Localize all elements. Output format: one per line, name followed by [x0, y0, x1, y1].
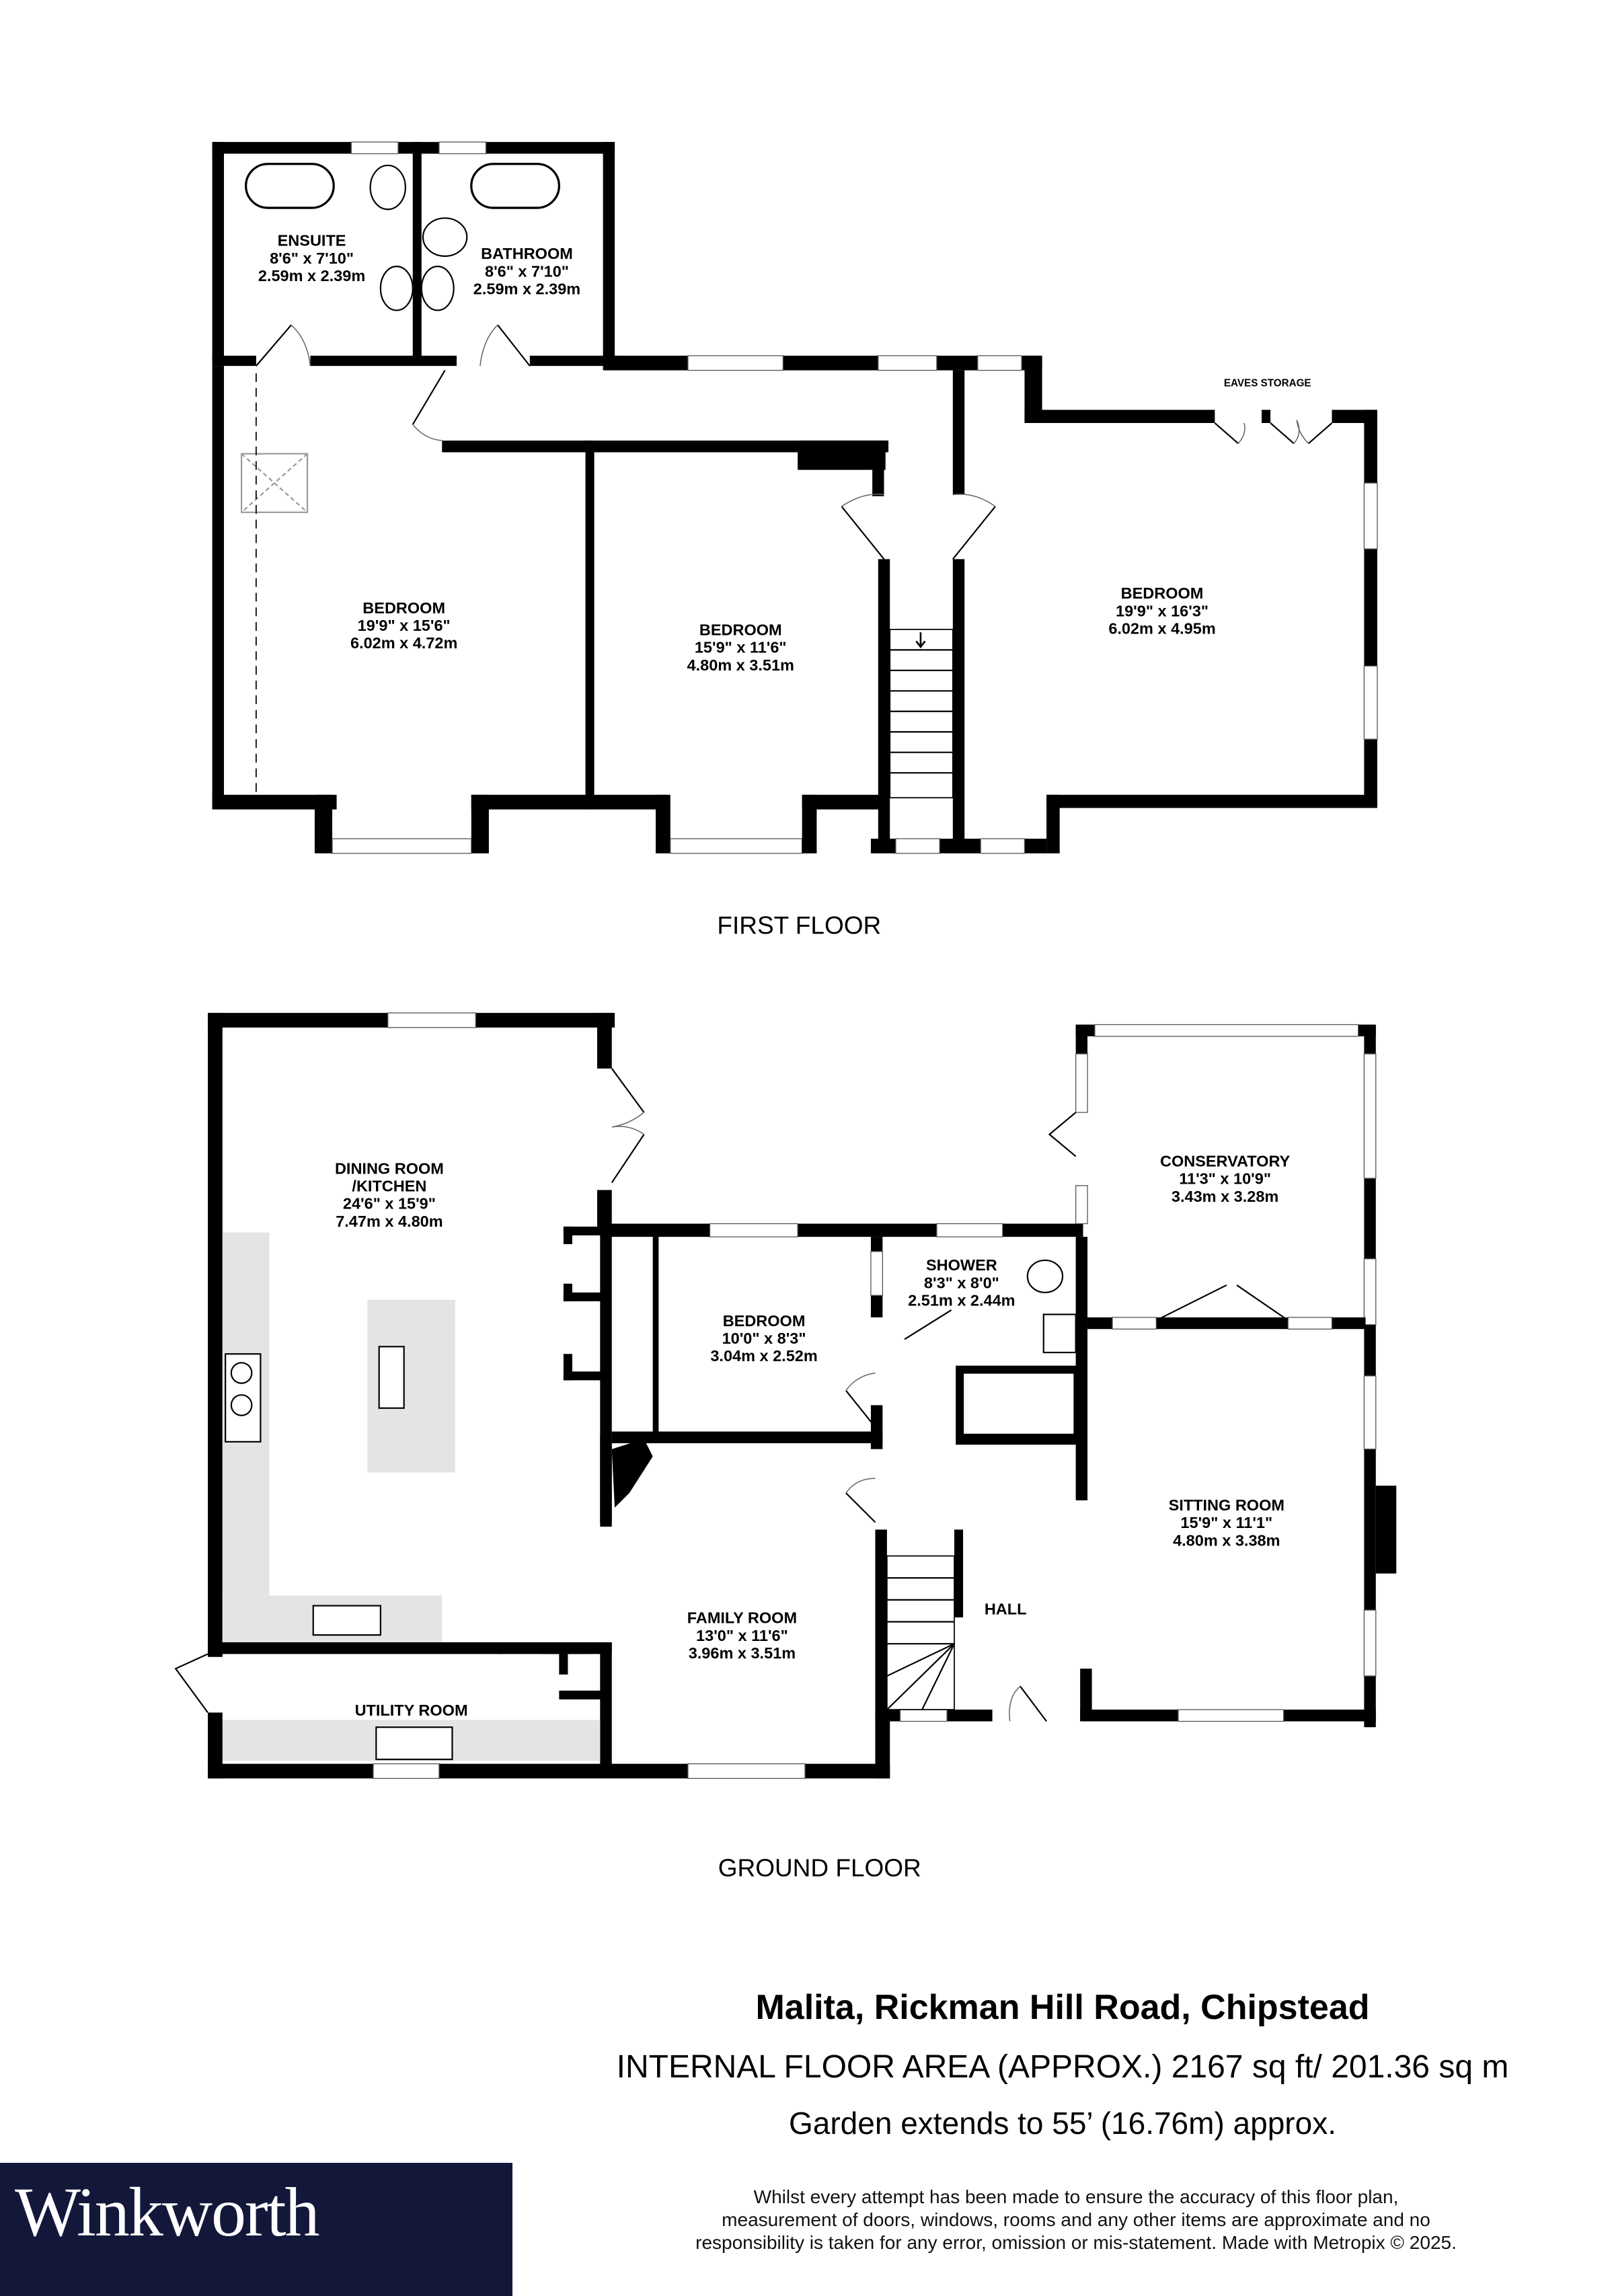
room-dim-metric: 3.43m x 3.28m	[1172, 1188, 1278, 1205]
room-dim-metric: 4.80m x 3.51m	[687, 656, 794, 674]
room-label-bedroom-2: BEDROOM	[699, 621, 782, 639]
room-dim-imperial: 19'9" x 16'3"	[1116, 602, 1209, 619]
room-dim-imperial: 10'0" x 8'3"	[722, 1330, 806, 1347]
basin-icon	[379, 266, 414, 311]
disclaimer-line: measurement of doors, windows, rooms and…	[722, 2209, 1430, 2230]
logo-text: Winkworth	[15, 2174, 320, 2251]
eaves-storage-label: EAVES STORAGE	[1224, 378, 1311, 389]
room-label-hall: HALL	[985, 1601, 1027, 1618]
winkworth-logo: Winkworth	[0, 2163, 512, 2296]
disclaimer-line: Whilst every attempt has been made to en…	[753, 2186, 1399, 2207]
room-label-bathroom: BATHROOM	[481, 245, 573, 262]
floor-area: INTERNAL FLOOR AREA (APPROX.) 2167 sq ft…	[616, 2049, 1509, 2085]
room-dim-metric: 2.59m x 2.39m	[258, 267, 365, 284]
property-address: Malita, Rickman Hill Road, Chipstead	[755, 1988, 1370, 2027]
bath-icon	[470, 163, 561, 209]
room-label-bedroom-1: BEDROOM	[362, 599, 445, 617]
disclaimer: Whilst every attempt has been made to en…	[605, 2186, 1547, 2254]
room-dim-metric: 3.04m x 2.52m	[710, 1347, 817, 1365]
hob-icon	[225, 1353, 262, 1443]
toilet-icon	[1026, 1259, 1064, 1293]
room-dim-imperial: 8'6" x 7'10"	[270, 250, 354, 267]
first-floor-title: FIRST FLOOR	[717, 912, 881, 940]
basin-icon	[420, 266, 455, 311]
room-dim-imperial: 24'6" x 15'9"	[343, 1195, 436, 1213]
room-dim-metric: 2.59m x 2.39m	[473, 280, 580, 297]
room-label-dining-kitchen-2: /KITCHEN	[352, 1178, 426, 1195]
room-dim-imperial: 19'9" x 15'6"	[358, 617, 451, 634]
room-dim-metric: 6.02m x 4.95m	[1108, 619, 1215, 637]
room-dim-imperial: 11'3" x 10'9"	[1179, 1170, 1271, 1188]
room-label-conservatory: CONSERVATORY	[1160, 1153, 1291, 1170]
sink-icon	[312, 1605, 381, 1636]
room-label-dining-kitchen: DINING ROOM	[335, 1160, 444, 1178]
room-dim-metric: 3.96m x 3.51m	[689, 1644, 796, 1662]
staircase	[889, 629, 954, 799]
first-floor-plan: ENSUITE 8'6" x 7'10" 2.59m x 2.39m BATHR…	[212, 141, 1378, 940]
room-label-family-room: FAMILY ROOM	[687, 1609, 797, 1627]
sink-icon	[375, 1726, 453, 1761]
disclaimer-line: responsibility is taken for any error, o…	[695, 2232, 1457, 2253]
room-label-bedroom-ground: BEDROOM	[723, 1312, 806, 1330]
room-dim-imperial: 15'9" x 11'6"	[695, 639, 787, 656]
bath-icon	[244, 163, 335, 209]
room-label-shower: SHOWER	[926, 1256, 997, 1274]
room-dim-imperial: 15'9" x 11'1"	[1180, 1514, 1272, 1531]
room-dim-metric: 7.47m x 4.80m	[336, 1213, 443, 1230]
room-dim-metric: 6.02m x 4.72m	[350, 634, 457, 652]
toilet-icon	[422, 217, 468, 257]
room-label-sitting-room: SITTING ROOM	[1169, 1496, 1285, 1514]
basin-icon	[1042, 1313, 1077, 1354]
room-dim-imperial: 13'0" x 11'6"	[696, 1627, 788, 1644]
room-dim-metric: 4.80m x 3.38m	[1173, 1531, 1280, 1549]
room-label-utility-room: UTILITY ROOM	[355, 1701, 468, 1719]
staircase	[886, 1555, 955, 1710]
room-dim-imperial: 8'6" x 7'10"	[485, 262, 569, 280]
room-dim-imperial: 8'3" x 8'0"	[924, 1274, 999, 1291]
room-dim-metric: 2.51m x 2.44m	[908, 1291, 1015, 1309]
stair-down-arrow-icon	[915, 632, 926, 649]
room-label-ensuite: ENSUITE	[278, 232, 346, 250]
sink-icon	[378, 1346, 405, 1409]
ground-floor-title: GROUND FLOOR	[718, 1854, 921, 1882]
room-label-bedroom-3: BEDROOM	[1121, 584, 1204, 602]
toilet-icon	[369, 164, 406, 211]
garden-size: Garden extends to 55’ (16.76m) approx.	[789, 2106, 1336, 2141]
ground-floor-plan: DINING ROOM /KITCHEN 24'6" x 15'9" 7.47m…	[174, 1012, 1397, 1882]
